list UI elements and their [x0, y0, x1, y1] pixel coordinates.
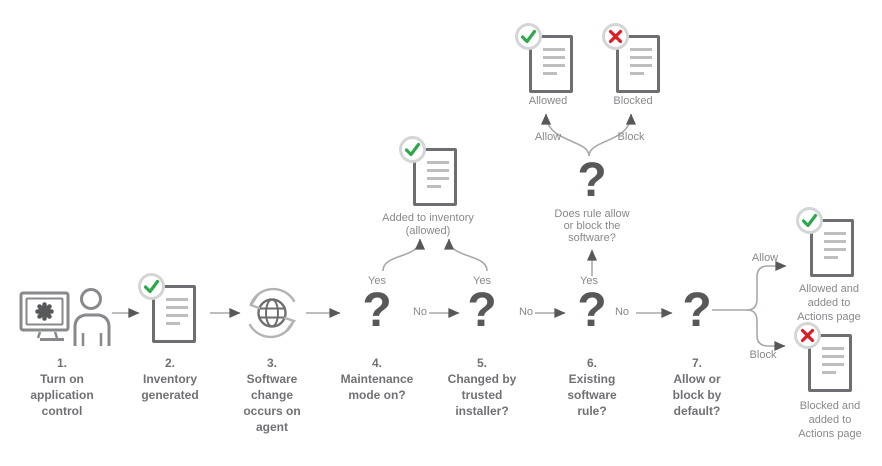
step-5-label: 5. Changed by trusted installer? — [427, 355, 537, 419]
check-badge-icon — [796, 207, 823, 234]
branch-step7-allow — [746, 260, 787, 311]
step-6-text: Existing software rule? — [567, 372, 617, 418]
yes-label-step4: Yes — [368, 275, 386, 287]
step-6-label: 6. Existing software rule? — [537, 355, 647, 419]
document-page — [616, 35, 660, 93]
added-to-inventory-label: Added to inventory (allowed) — [382, 212, 474, 237]
allow-label-step7: Allow — [751, 252, 779, 264]
cross-badge-icon — [794, 322, 821, 349]
step-4-text: Maintenance mode on? — [340, 372, 414, 402]
curve-allow-to-allowed-doc — [540, 113, 590, 157]
check-badge-icon — [515, 23, 542, 50]
blocked-actions-label: Blocked and added to Actions page — [798, 400, 862, 440]
step-7-number: 7. — [691, 356, 702, 370]
allowed-actions-label: Allowed and added to Actions page — [797, 283, 861, 323]
curve-yes-step4-inventory — [382, 238, 426, 272]
allow-label-rule: Allow — [534, 131, 562, 143]
no-label-step6: No — [614, 306, 630, 318]
yes-label-step6: Yes — [580, 275, 598, 287]
application-control-monitor-person-icon — [19, 288, 111, 346]
blocked-label: Blocked — [613, 95, 653, 107]
inventory-document-icon — [138, 273, 196, 343]
decision-4-question-mark-icon: ? — [362, 284, 392, 338]
step-3-text: Software change occurs on agent — [243, 372, 301, 434]
blocked-document-icon — [602, 23, 660, 93]
cross-badge-icon — [602, 23, 629, 50]
document-page — [152, 285, 196, 343]
no-label-step4: No — [412, 306, 428, 318]
step-2-label: 2. Inventory generated — [115, 355, 225, 403]
step-4-number: 4. — [371, 356, 382, 370]
rule-decision-question-mark-icon: ? — [577, 154, 607, 208]
step-1-label: 1. Turn on application control — [7, 355, 117, 419]
added-to-inventory-document-icon — [399, 136, 457, 206]
step-1-text: Turn on application control — [30, 372, 94, 418]
step-5-text: Changed by trusted installer? — [447, 372, 517, 418]
branch-step7-block — [746, 309, 786, 352]
allowed-document-icon — [515, 23, 573, 93]
curve-yes-step5-inventory — [443, 238, 488, 272]
block-label-step7: Block — [749, 349, 777, 361]
rule-question-label: Does rule allow or block the software? — [554, 208, 630, 244]
step-7-label: 7. Allow or block by default? — [642, 355, 752, 419]
decision-6-question-mark-icon: ? — [577, 284, 607, 338]
step-7-text: Allow or block by default? — [672, 372, 722, 418]
software-change-globe-sync-icon — [248, 287, 296, 339]
step-2-number: 2. — [164, 356, 175, 370]
allowed-label: Allowed — [528, 95, 568, 107]
step-3-number: 3. — [266, 356, 277, 370]
step-3-label: 3. Software change occurs on agent — [217, 355, 327, 435]
step-1-number: 1. — [56, 356, 67, 370]
curve-block-to-blocked-doc — [588, 113, 637, 157]
allowed-actions-document-icon — [796, 207, 854, 277]
decision-7-question-mark-icon: ? — [682, 284, 712, 338]
step-6-number: 6. — [586, 356, 597, 370]
step-5-number: 5. — [476, 356, 487, 370]
blocked-actions-document-icon — [794, 322, 852, 392]
step-4-label: 4. Maintenance mode on? — [322, 355, 432, 403]
yes-label-step5: Yes — [473, 275, 491, 287]
check-badge-icon — [399, 136, 426, 163]
step-2-text: Inventory generated — [141, 372, 199, 402]
no-label-step5: No — [518, 306, 534, 318]
check-badge-icon — [138, 273, 165, 300]
decision-5-question-mark-icon: ? — [467, 284, 497, 338]
block-label-rule: Block — [617, 131, 645, 143]
